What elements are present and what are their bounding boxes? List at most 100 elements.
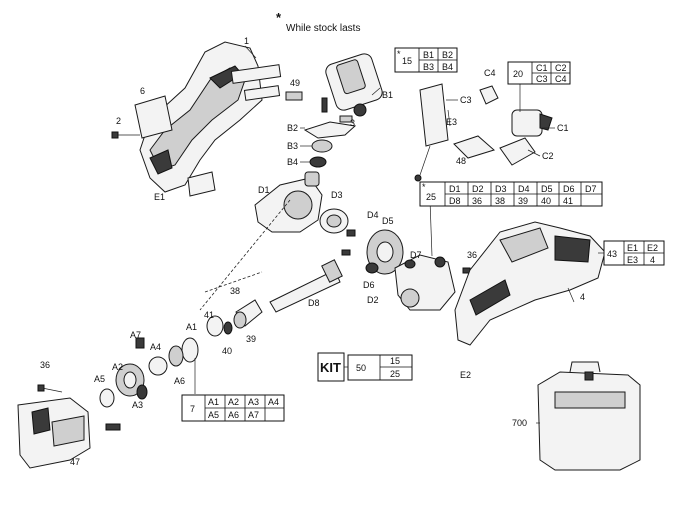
ring-a5 — [99, 388, 115, 408]
table-15-cell: B1 — [423, 50, 434, 60]
table-7-num: 7 — [190, 404, 195, 414]
screw-shoe — [105, 423, 121, 431]
dashed-guide-axis — [199, 199, 291, 311]
label-B4: B4 — [287, 157, 298, 167]
screw-d4b — [341, 249, 351, 256]
label-C2: C2 — [542, 151, 554, 161]
switch-frame — [243, 85, 281, 101]
table-43-num: 43 — [607, 249, 617, 259]
leader-1 — [244, 45, 257, 59]
table-43: 43 E1 E2 E3 4 — [603, 240, 665, 266]
pinion-b4 — [309, 156, 327, 168]
label-D3: D3 — [331, 190, 343, 200]
terminal-block-c3 — [414, 83, 449, 182]
table-15-num: 15 — [402, 56, 412, 66]
kit-value: 15 — [390, 356, 400, 366]
trigger-c2 — [499, 137, 536, 166]
label-C3: C3 — [460, 95, 472, 105]
label-3: 3 — [350, 118, 355, 128]
battery-latch-c4 — [479, 85, 499, 105]
stock-note: While stock lasts — [286, 23, 360, 34]
bearing-b3 — [311, 139, 333, 153]
table-20-cell: C4 — [555, 74, 567, 84]
label-36-lower: 36 — [40, 360, 50, 370]
label-C4: C4 — [484, 68, 496, 78]
screw-36-lower — [41, 387, 63, 393]
motor-bracket-b2 — [303, 121, 357, 139]
bearing-d3 — [319, 208, 349, 234]
spring-48 — [453, 135, 496, 159]
table-7-cell: A2 — [228, 397, 239, 407]
part-a6 — [168, 345, 184, 367]
leader-b1 — [371, 87, 381, 96]
label-plate-6 — [134, 95, 173, 139]
table-25-cell: 39 — [518, 196, 528, 206]
label-D1: D1 — [258, 185, 270, 195]
label-D2: D2 — [367, 295, 379, 305]
label-B3: B3 — [287, 141, 298, 151]
label-B1: B1 — [382, 90, 393, 100]
table-7: 7 A1 A2 A3 A4 A5 A6 A7 — [181, 394, 285, 422]
screw-36-lower-head — [37, 384, 45, 392]
nameplate-small — [187, 171, 216, 197]
table-20-cell: C2 — [555, 63, 567, 73]
label-4: 4 — [580, 292, 585, 302]
label-6: 6 — [140, 86, 145, 96]
table-20-cell: C1 — [536, 63, 548, 73]
washer-d6 — [365, 262, 379, 274]
table-43-cell: E1 — [627, 243, 638, 253]
table-7-cell: A1 — [208, 397, 219, 407]
blade-clamp-a2 — [115, 363, 145, 397]
table-25-cell: D5 — [541, 184, 553, 194]
table-25-star: * — [422, 182, 426, 192]
dashed-guide-38 — [204, 271, 263, 293]
part-49 — [285, 91, 303, 101]
table-43-cell: E3 — [627, 255, 638, 265]
table-25-cell: 40 — [541, 196, 551, 206]
part-a1 — [181, 337, 199, 363]
table-7-cell: A3 — [248, 397, 259, 407]
label-A6: A6 — [174, 376, 185, 386]
label-36-upper: 36 — [467, 250, 477, 260]
table-25-cell: D6 — [563, 184, 575, 194]
label-A4: A4 — [150, 342, 161, 352]
table-15-cell: B3 — [423, 62, 434, 72]
label-A3: A3 — [132, 400, 143, 410]
table-43-cell: 4 — [650, 255, 655, 265]
label-2: 2 — [116, 116, 121, 126]
table-20-num: 20 — [513, 69, 523, 79]
table-43-cell: E2 — [647, 243, 658, 253]
table-25-num: 25 — [426, 192, 436, 202]
label-E1: E1 — [154, 192, 165, 202]
label-E3: E3 — [446, 117, 457, 127]
label-A2: A2 — [112, 362, 123, 372]
label-A5: A5 — [94, 374, 105, 384]
screw-3 — [339, 115, 353, 123]
label-D5: D5 — [382, 216, 394, 226]
screw-4 — [567, 287, 575, 303]
table-7-cell: A5 — [208, 410, 219, 420]
switch-part-1 — [230, 64, 282, 84]
screw-b-left — [321, 97, 328, 113]
label-D7: D7 — [410, 250, 422, 260]
spindle-d8 — [269, 259, 343, 313]
kit-box: KIT 50 15 25 — [317, 352, 413, 382]
gearcase-d2 — [394, 254, 456, 311]
label-40: 40 — [222, 346, 232, 356]
table-25-cell: D3 — [495, 184, 507, 194]
label-700: 700 — [512, 418, 527, 428]
pin-e3 — [447, 109, 451, 127]
spring-a3 — [136, 384, 148, 400]
table-15-cell: B4 — [442, 62, 453, 72]
washer-40 — [223, 321, 233, 335]
label-C1: C1 — [557, 123, 569, 133]
leader-c2 — [527, 149, 541, 157]
kit-value: 25 — [390, 369, 400, 379]
table-25-cell: 36 — [472, 196, 482, 206]
sleeve-39 — [233, 299, 263, 329]
table-15-cell: B2 — [442, 50, 453, 60]
label-47: 47 — [70, 457, 80, 467]
table-25-cell: D2 — [472, 184, 484, 194]
motor-b1 — [325, 53, 383, 117]
